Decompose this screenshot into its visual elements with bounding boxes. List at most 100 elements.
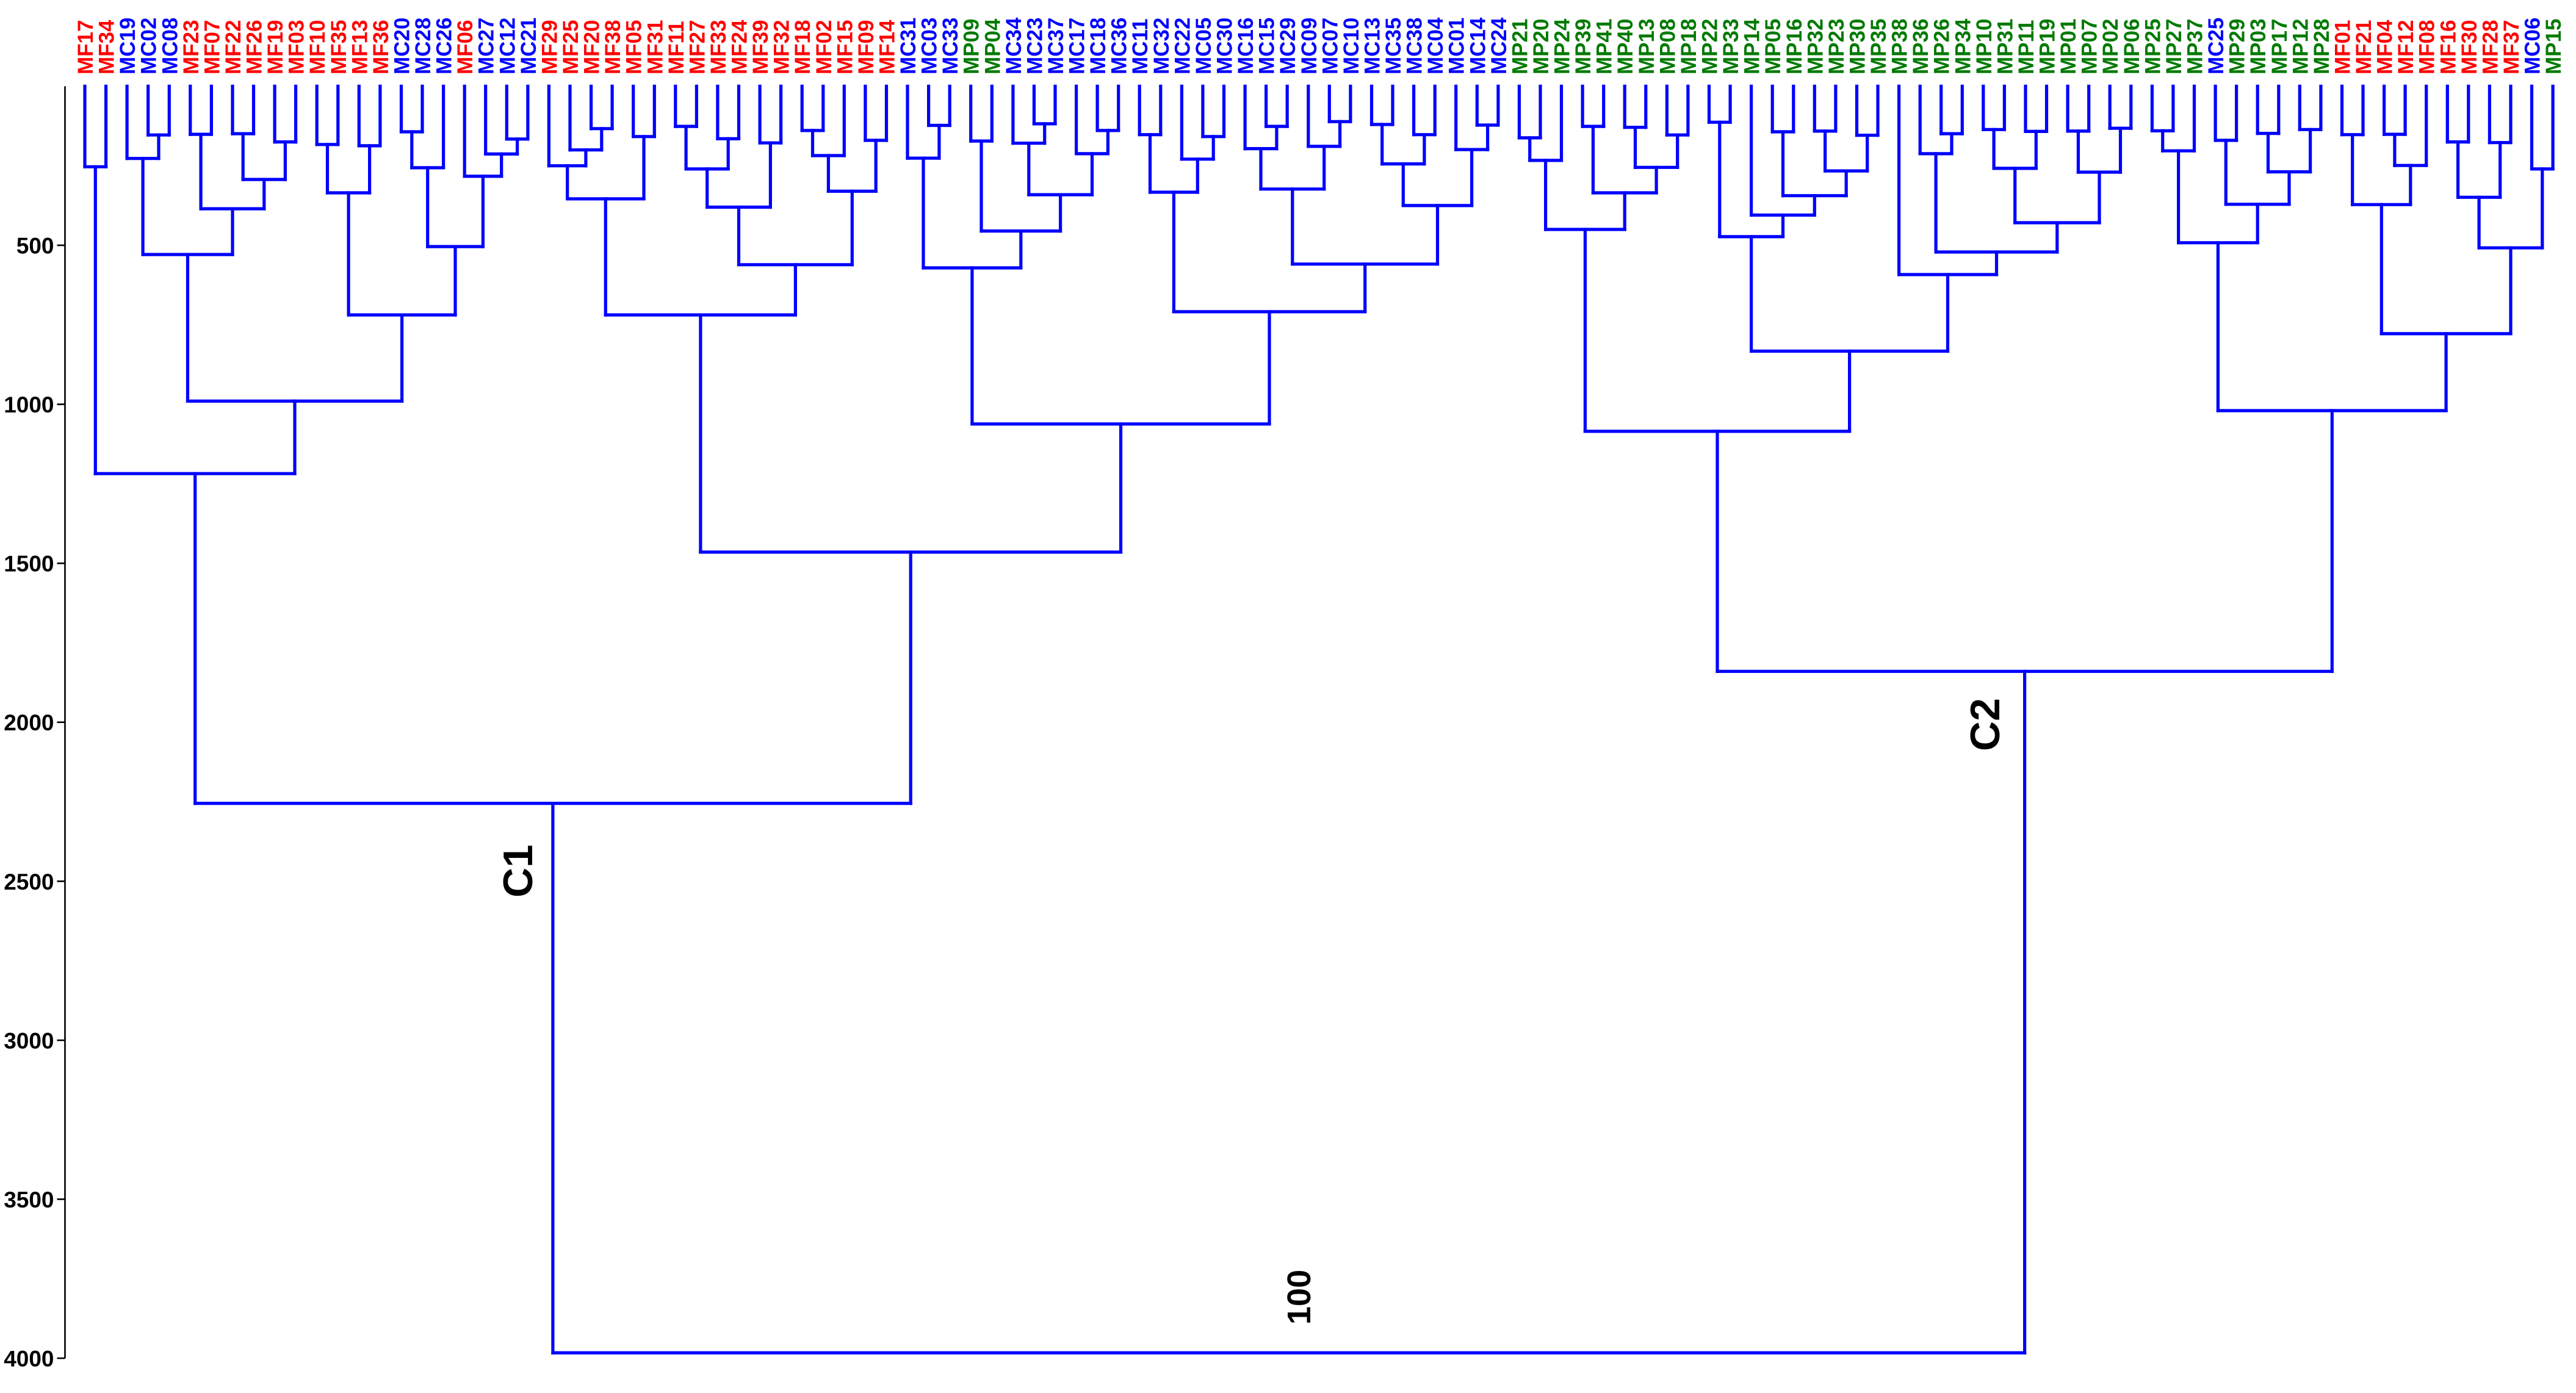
svg-text:MC26: MC26 [433, 18, 456, 74]
svg-text:MC11: MC11 [1128, 19, 1152, 74]
svg-text:MF13: MF13 [348, 20, 372, 74]
svg-text:MP15: MP15 [2542, 19, 2566, 74]
svg-text:MP16: MP16 [1783, 19, 1806, 74]
svg-text:MC38: MC38 [1403, 18, 1427, 74]
svg-text:MC34: MC34 [1002, 17, 1026, 74]
svg-text:MF33: MF33 [707, 20, 731, 74]
svg-text:MF07: MF07 [200, 20, 224, 74]
svg-text:MC07: MC07 [1318, 18, 1342, 74]
svg-text:MC02: MC02 [137, 18, 161, 74]
svg-text:MF24: MF24 [728, 20, 752, 74]
svg-text:1000: 1000 [4, 392, 54, 417]
svg-text:MP07: MP07 [2078, 19, 2102, 74]
svg-text:MF21: MF21 [2352, 20, 2376, 74]
svg-text:MP11: MP11 [2015, 20, 2038, 75]
svg-text:MC37: MC37 [1044, 18, 1068, 74]
svg-text:MC27: MC27 [475, 18, 499, 74]
svg-text:MF19: MF19 [264, 20, 287, 74]
svg-text:MP30: MP30 [1846, 19, 1870, 74]
svg-text:MC01: MC01 [1445, 18, 1469, 74]
svg-text:MF36: MF36 [369, 20, 393, 74]
svg-text:MF31: MF31 [643, 20, 667, 74]
svg-text:MF25: MF25 [559, 20, 583, 74]
svg-text:MP25: MP25 [2141, 19, 2165, 74]
svg-text:MF34: MF34 [95, 20, 119, 74]
svg-text:MF10: MF10 [306, 20, 330, 74]
svg-text:3000: 3000 [4, 1028, 54, 1053]
svg-text:MF22: MF22 [222, 20, 245, 74]
svg-text:MP06: MP06 [2120, 19, 2144, 74]
svg-text:MP32: MP32 [1803, 19, 1827, 74]
svg-text:MC33: MC33 [939, 18, 962, 74]
svg-text:MC35: MC35 [1382, 18, 1405, 74]
svg-text:MC21: MC21 [517, 18, 541, 74]
svg-text:MC08: MC08 [158, 18, 182, 74]
svg-text:MC28: MC28 [411, 18, 435, 74]
svg-text:MP28: MP28 [2310, 19, 2334, 74]
svg-text:MC23: MC23 [1023, 18, 1047, 74]
svg-text:MF16: MF16 [2436, 20, 2460, 74]
svg-text:MC10: MC10 [1340, 18, 1363, 74]
svg-text:MP31: MP31 [1993, 19, 2017, 74]
svg-text:MF29: MF29 [538, 20, 561, 74]
svg-text:MF06: MF06 [453, 20, 477, 74]
svg-text:MP40: MP40 [1614, 19, 1637, 74]
svg-text:MP04: MP04 [981, 18, 1005, 74]
svg-text:500: 500 [16, 234, 54, 259]
svg-text:MF11: MF11 [665, 21, 688, 74]
svg-text:MP34: MP34 [1951, 18, 1975, 74]
svg-text:MP38: MP38 [1888, 19, 1912, 74]
svg-text:MF01: MF01 [2331, 20, 2355, 74]
svg-text:MF08: MF08 [2415, 20, 2439, 74]
svg-text:MP22: MP22 [1698, 19, 1722, 74]
svg-text:MF03: MF03 [285, 20, 309, 74]
svg-text:MC24: MC24 [1487, 17, 1511, 74]
svg-text:MP02: MP02 [2099, 19, 2123, 74]
svg-text:MC32: MC32 [1150, 18, 1174, 74]
svg-text:MC13: MC13 [1361, 18, 1385, 74]
svg-text:MP12: MP12 [2289, 19, 2312, 74]
svg-text:MP08: MP08 [1656, 19, 1679, 74]
svg-text:MP03: MP03 [2246, 19, 2270, 74]
svg-text:MP13: MP13 [1635, 19, 1659, 74]
svg-text:MP33: MP33 [1719, 19, 1743, 74]
svg-text:MC31: MC31 [897, 18, 920, 74]
svg-text:MF02: MF02 [812, 20, 836, 74]
svg-text:100: 100 [1281, 1270, 1318, 1325]
svg-text:MP14: MP14 [1741, 18, 1764, 74]
svg-text:4000: 4000 [4, 1347, 54, 1372]
svg-text:MP18: MP18 [1677, 19, 1701, 74]
svg-text:MC36: MC36 [1108, 18, 1131, 74]
svg-text:MP20: MP20 [1529, 19, 1553, 74]
svg-text:MP09: MP09 [960, 19, 984, 74]
svg-text:MF15: MF15 [833, 20, 857, 74]
svg-text:MP41: MP41 [1593, 19, 1617, 74]
svg-text:MP17: MP17 [2268, 19, 2292, 74]
svg-text:MF04: MF04 [2373, 20, 2397, 74]
svg-text:MP35: MP35 [1867, 19, 1891, 74]
svg-text:MP27: MP27 [2162, 19, 2186, 74]
svg-text:MF23: MF23 [179, 20, 203, 74]
svg-text:MC06: MC06 [2521, 18, 2545, 74]
svg-text:MP10: MP10 [1972, 19, 1996, 74]
svg-text:MC18: MC18 [1086, 18, 1110, 74]
svg-text:MP39: MP39 [1571, 19, 1595, 74]
svg-text:MF14: MF14 [876, 20, 900, 74]
svg-text:MP24: MP24 [1551, 18, 1575, 74]
svg-text:MP21: MP21 [1508, 19, 1532, 74]
svg-text:MF20: MF20 [580, 20, 604, 74]
svg-text:MF28: MF28 [2478, 20, 2502, 74]
svg-text:MP26: MP26 [1930, 19, 1954, 74]
svg-text:MF32: MF32 [770, 20, 794, 74]
svg-text:MC09: MC09 [1297, 18, 1321, 74]
svg-text:MP37: MP37 [2184, 19, 2207, 74]
svg-text:2000: 2000 [4, 710, 54, 735]
svg-text:MF30: MF30 [2458, 20, 2481, 74]
svg-text:MF05: MF05 [622, 20, 646, 74]
svg-text:MP01: MP01 [2057, 19, 2080, 74]
svg-text:MC05: MC05 [1192, 18, 1216, 74]
svg-text:MC30: MC30 [1213, 18, 1237, 74]
svg-text:MF38: MF38 [601, 20, 625, 74]
svg-text:MF12: MF12 [2394, 20, 2418, 74]
svg-text:MP23: MP23 [1825, 19, 1849, 74]
